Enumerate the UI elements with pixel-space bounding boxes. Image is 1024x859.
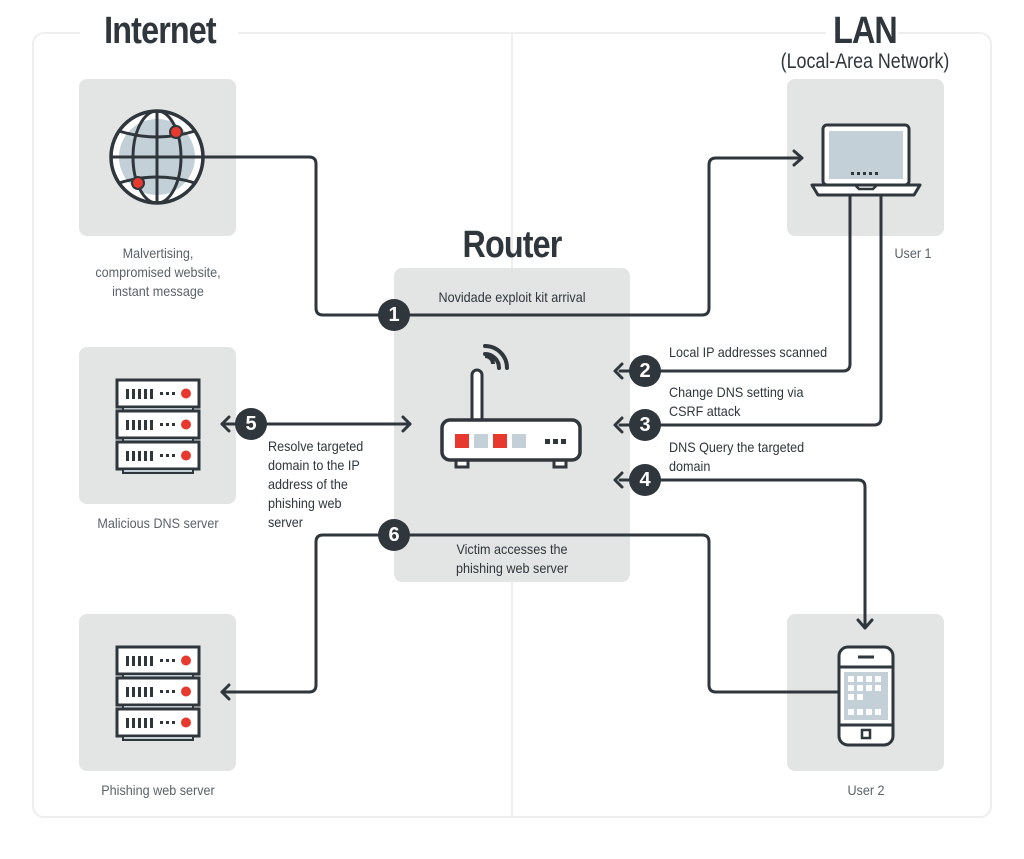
connector-step-4 <box>618 478 867 629</box>
label-line: domain <box>669 458 711 474</box>
step-2-badge: 2 <box>629 355 661 387</box>
internet-title: Internet <box>104 10 217 52</box>
arrowhead-step-5-right <box>401 415 412 433</box>
label-line: Resolve targeted <box>268 438 364 454</box>
connector-step-2 <box>618 193 852 373</box>
arrowhead-step-5-left <box>220 415 231 433</box>
user1-caption: User 1 <box>894 245 932 261</box>
arrowhead-step-4-down <box>856 618 874 630</box>
arrowhead-step-4-left <box>613 471 624 489</box>
label-line: DNS Query the targeted <box>669 439 805 455</box>
server-rack-icon <box>115 378 201 475</box>
step-3-badge: 3 <box>629 409 661 441</box>
step-4-badge: 4 <box>629 464 661 496</box>
step-1-badge: 1 <box>378 299 410 331</box>
user2-caption: User 2 <box>847 782 885 798</box>
step-2-label: Local IP addresses scanned <box>669 344 828 360</box>
label-line: domain to the IP <box>268 457 360 473</box>
dns-server-caption: Malicious DNS server <box>97 515 219 531</box>
step-1-label: Novidade exploit kit arrival <box>438 289 586 305</box>
phishing-server-caption: Phishing web server <box>101 782 215 798</box>
caption-line: Malvertising, <box>122 245 194 261</box>
label-line: Change DNS setting via <box>669 384 804 400</box>
label-line: address of the <box>268 476 348 492</box>
wifi-router-icon <box>440 344 582 469</box>
step-6-badge: 6 <box>378 519 410 551</box>
laptop-icon <box>810 123 922 197</box>
connector-step-1 <box>202 155 802 317</box>
router-title: Router <box>462 224 563 266</box>
caption-line: compromised website, <box>95 264 221 280</box>
smartphone-icon <box>837 645 895 747</box>
label-line: phishing web server <box>455 560 569 576</box>
server-rack-icon <box>115 645 201 742</box>
connector-step-3 <box>618 193 883 427</box>
arrowhead-step-3 <box>613 416 624 434</box>
connector-step-6 <box>220 533 840 694</box>
label-line: CSRF attack <box>669 403 741 419</box>
web-source-caption: Malvertising, compromised website, insta… <box>70 244 246 301</box>
step-3-label: Change DNS setting via CSRF attack <box>669 383 803 421</box>
lan-title: LAN <box>833 10 898 52</box>
title-mask <box>826 20 898 50</box>
label-line: server <box>268 514 304 530</box>
caption-line: instant message <box>112 283 204 299</box>
step-6-label: Victim accesses the phishing web server <box>406 540 618 578</box>
lan-subtitle: (Local-Area Network) <box>780 50 950 73</box>
step-4-label: DNS Query the targeted domain <box>669 438 804 476</box>
step-5-label: Resolve targeted domain to the IP addres… <box>268 437 363 532</box>
arrowhead-step-1 <box>792 149 804 167</box>
globe-icon <box>109 109 205 205</box>
arrowhead-step-2 <box>613 362 624 380</box>
label-line: Victim accesses the <box>456 541 568 557</box>
title-mask <box>80 20 238 50</box>
label-line: phishing web <box>268 495 342 511</box>
step-5-badge: 5 <box>235 408 267 440</box>
arrowhead-step-6 <box>220 683 231 701</box>
